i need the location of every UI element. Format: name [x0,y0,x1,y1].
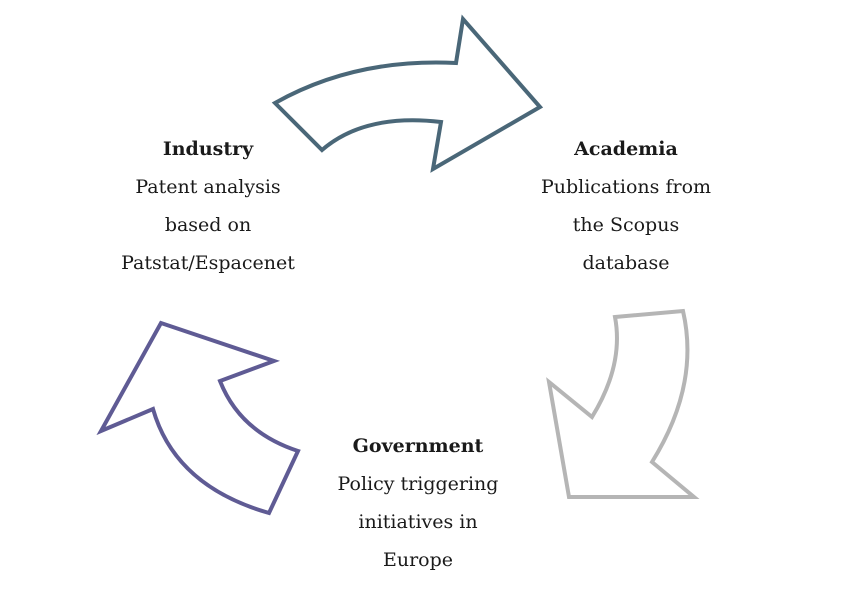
arrow-industry-to-academia [271,14,544,173]
node-text-line: initiatives in [358,511,478,533]
node-text-line: the Scopus [572,214,680,236]
node-government: Government Policy triggering initiatives… [318,427,518,579]
arrow-academia-to-government [546,308,700,499]
node-text-line: based on [164,214,252,236]
node-title: Industry [162,138,254,160]
node-text-line: Patstat/Espacenet [121,252,295,274]
node-text-line: Patent analysis [135,176,281,198]
node-text-line: Europe [382,549,454,571]
node-academia: Academia Publications from the Scopus da… [526,130,726,282]
arrow-government-to-industry [96,320,301,516]
node-text-line: database [582,252,670,274]
node-title: Academia [574,138,678,160]
node-text-line: Policy triggering [337,473,499,495]
node-title: Government [352,435,484,457]
node-text-line: Publications from [540,176,712,198]
node-industry: Industry Patent analysis based on Patsta… [108,130,308,282]
